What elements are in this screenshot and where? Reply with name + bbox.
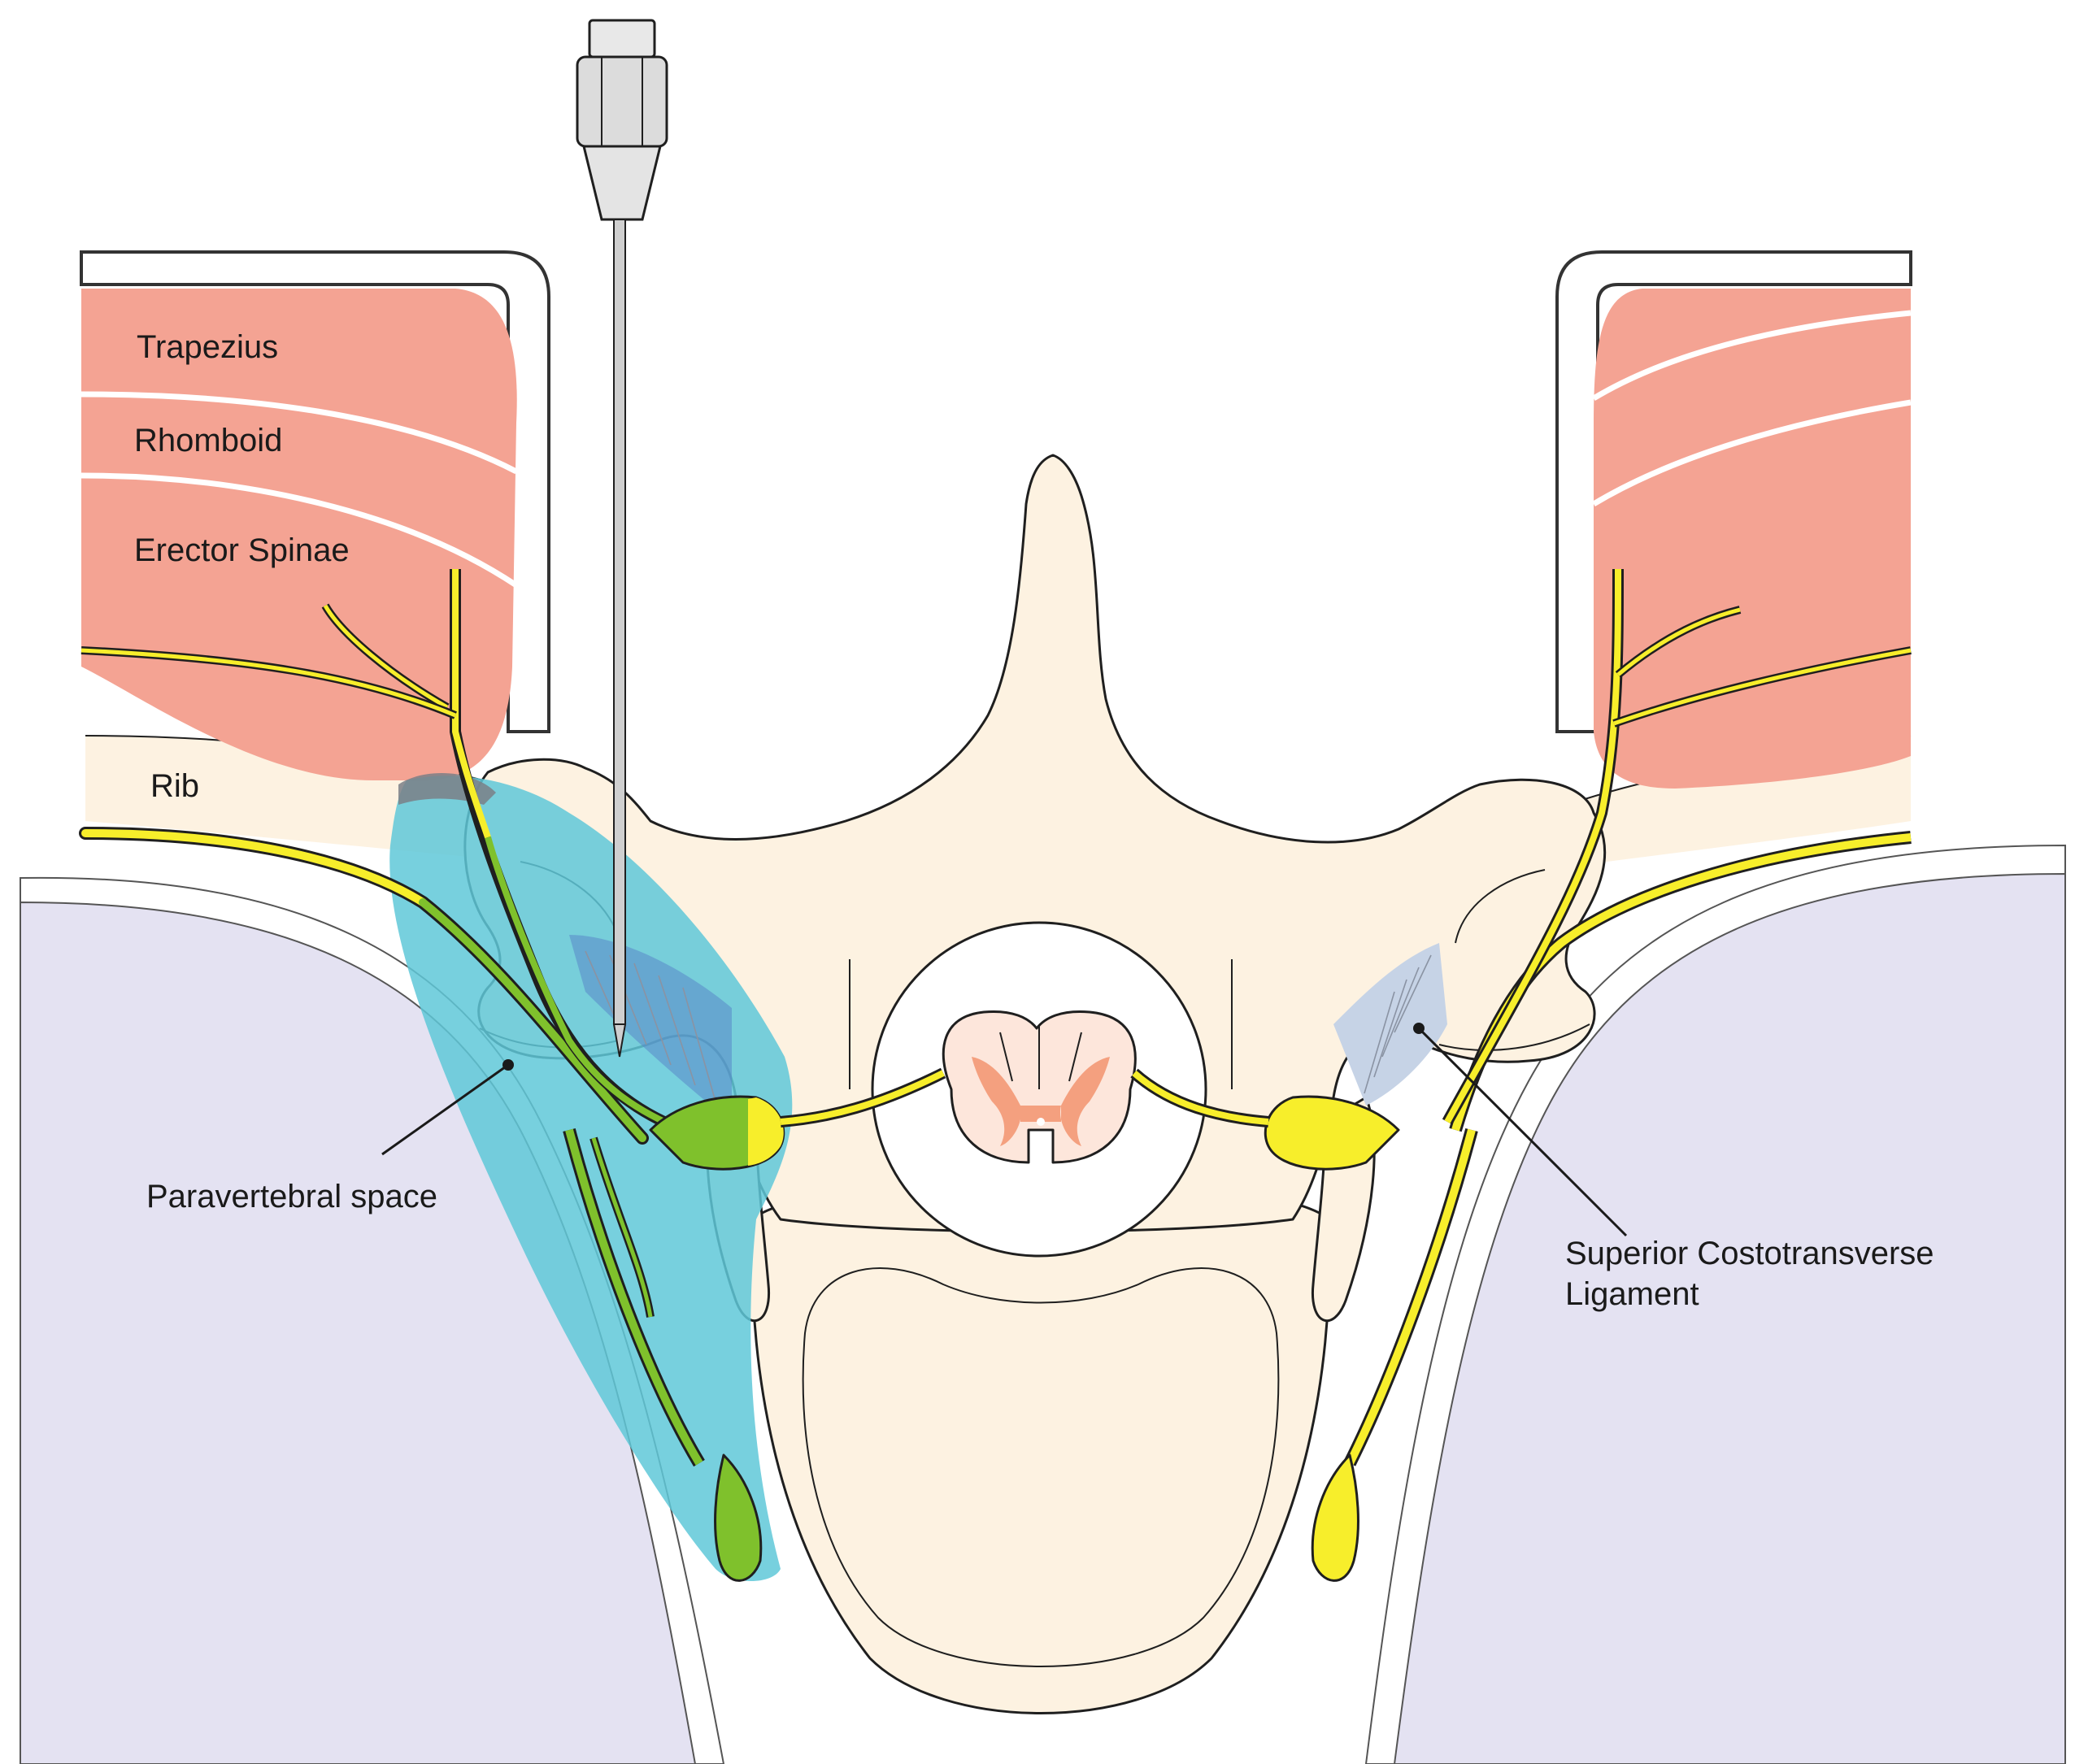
left-sympathetic-ganglion	[714, 1453, 763, 1582]
label-paravertebral-space: Paravertebral space	[146, 1179, 437, 1214]
needle-tip	[612, 1023, 627, 1058]
left-muscle-divider-2	[80, 472, 518, 588]
paravertebral-leader-line	[381, 1063, 509, 1156]
label-trapezius: Trapezius	[137, 329, 278, 365]
vertebral-body-inner	[802, 1267, 1280, 1667]
label-erector-spinae: Erector Spinae	[134, 532, 350, 568]
needle-shaft	[613, 219, 626, 1025]
left-ventral-ramus	[563, 1127, 705, 1467]
needle	[576, 19, 668, 1058]
needle-hub	[576, 55, 668, 148]
spinal-cord	[942, 1010, 1137, 1164]
grey-matter	[972, 1057, 1110, 1146]
left-skin-outline	[80, 250, 550, 733]
vertebral-body	[750, 1177, 1331, 1714]
left-muscle-divider-1	[80, 391, 518, 475]
ligament-leader-line	[1417, 1027, 1628, 1237]
right-lung	[1393, 872, 2066, 1764]
label-rib: Rib	[150, 768, 199, 804]
needle-taper	[582, 145, 662, 221]
left-costotransverse-ligament	[569, 935, 732, 1122]
right-sympathetic-ganglion	[1311, 1453, 1359, 1582]
left-dorsal-ramus	[80, 569, 685, 1136]
right-skin-outline	[1555, 250, 1912, 733]
needle-hub-cap	[588, 19, 656, 59]
right-costotransverse-ligament	[1333, 943, 1447, 1106]
right-muscle-divider-2	[1592, 399, 1912, 507]
right-dorsal-ramus	[1442, 568, 1912, 1125]
right-dorsal-root-ganglion	[1264, 1095, 1400, 1171]
right-ventral-ramus	[1343, 1127, 1478, 1466]
paravertebral-space	[389, 776, 793, 1581]
right-muscle-divider-1	[1592, 310, 1912, 402]
label-ligament-line2: Ligament	[1565, 1276, 1699, 1312]
label-rhomboid: Rhomboid	[134, 423, 282, 458]
label-ligament-line1: Superior Costotransverse	[1565, 1236, 1934, 1271]
left-intercostal-nerve-upper	[79, 827, 649, 1145]
